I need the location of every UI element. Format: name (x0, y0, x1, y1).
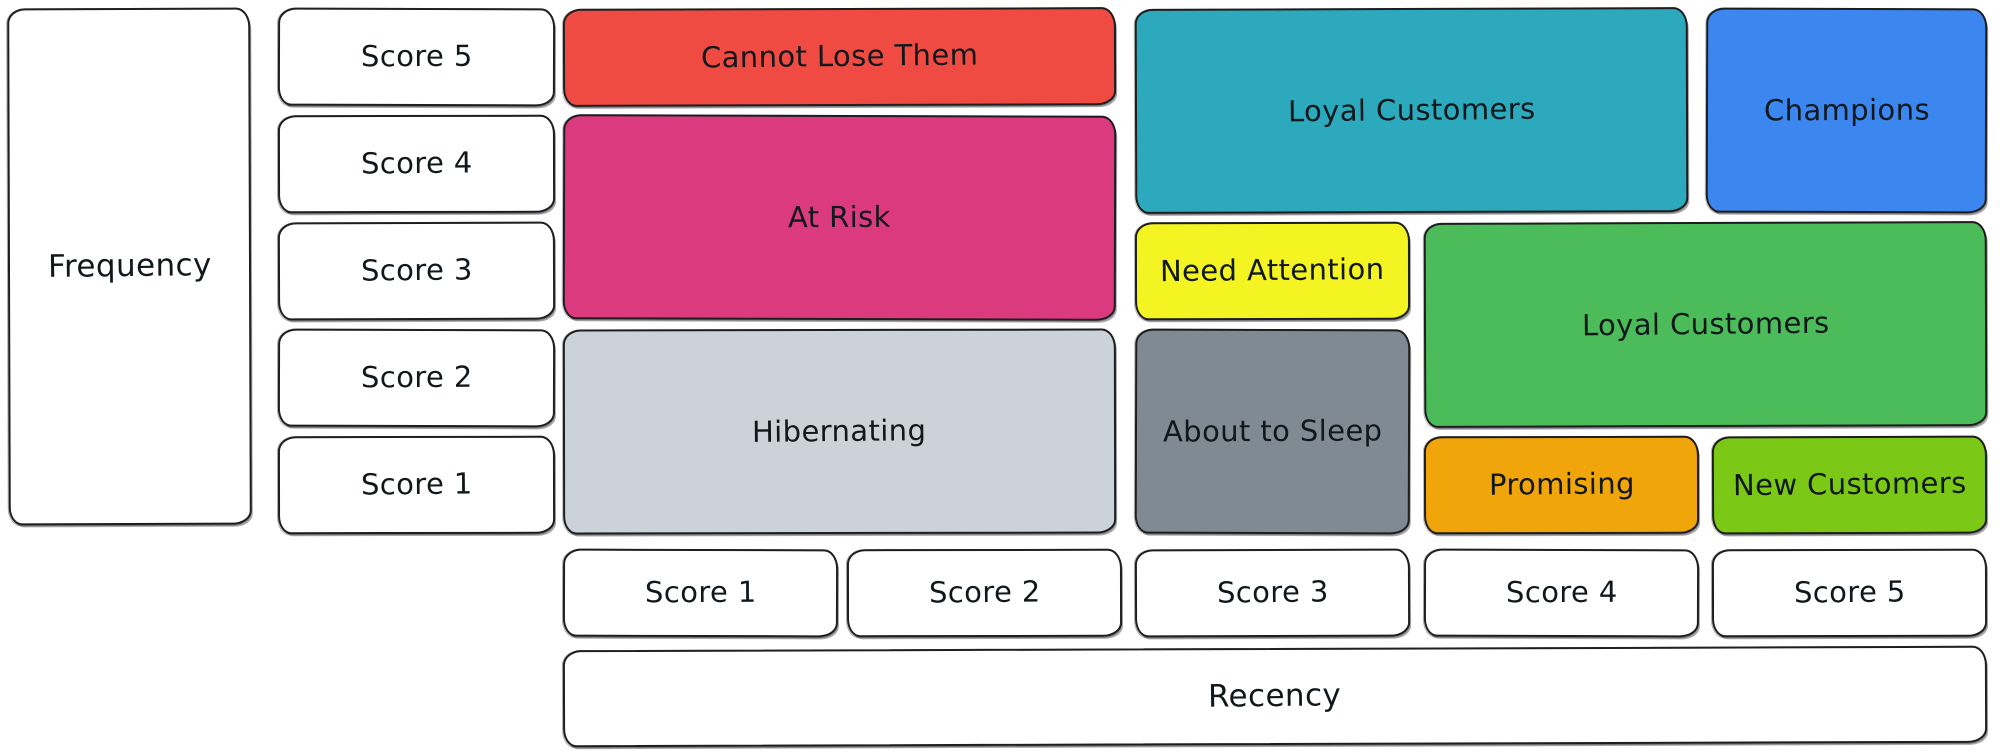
segment-loyal-customers-green-label: Loyal Customers (1581, 305, 1830, 343)
segment-need-attention-label: Need Attention (1160, 252, 1385, 289)
frequency-score-3: Score 3 (277, 221, 556, 321)
recency-score-4: Score 4 (1423, 548, 1700, 638)
segment-about-to-sleep[interactable]: About to Sleep (1134, 328, 1411, 535)
recency-axis-label: Recency (562, 645, 1988, 748)
frequency-score-2-label: Score 2 (360, 360, 473, 395)
segment-promising-label: Promising (1488, 466, 1635, 503)
segment-champions-label: Champions (1763, 92, 1930, 128)
recency-score-5-label: Score 5 (1793, 574, 1906, 610)
recency-score-1: Score 1 (562, 548, 839, 638)
segment-loyal-customers-teal-label: Loyal Customers (1287, 91, 1536, 129)
recency-score-2: Score 2 (846, 548, 1123, 638)
segment-loyal-customers-green[interactable]: Loyal Customers (1423, 221, 1988, 428)
segment-loyal-customers-teal[interactable]: Loyal Customers (1134, 7, 1689, 214)
recency-score-1-label: Score 1 (644, 575, 757, 610)
frequency-score-3-label: Score 3 (360, 252, 473, 288)
segment-cannot-lose-them-label: Cannot Lose Them (700, 37, 979, 75)
recency-score-3-label: Score 3 (1216, 574, 1329, 610)
frequency-score-4-label: Score 4 (360, 145, 473, 181)
segment-at-risk-label: At Risk (787, 199, 891, 235)
frequency-score-4: Score 4 (277, 114, 556, 214)
segment-about-to-sleep-label: About to Sleep (1162, 413, 1383, 449)
recency-score-3: Score 3 (1134, 548, 1411, 638)
frequency-score-5-label: Score 5 (360, 39, 473, 74)
segment-hibernating-label: Hibernating (752, 412, 927, 449)
segment-need-attention[interactable]: Need Attention (1134, 221, 1411, 321)
segment-cannot-lose-them[interactable]: Cannot Lose Them (562, 7, 1117, 107)
segment-champions[interactable]: Champions (1705, 7, 1988, 214)
segment-new-customers[interactable]: New Customers (1711, 435, 1988, 535)
segment-hibernating[interactable]: Hibernating (562, 328, 1117, 535)
frequency-axis-label: Frequency (7, 7, 252, 526)
segment-new-customers-label: New Customers (1732, 466, 1967, 503)
frequency-score-1-label: Score 1 (360, 466, 473, 502)
frequency-score-2: Score 2 (277, 328, 556, 428)
segment-at-risk[interactable]: At Risk (562, 114, 1117, 321)
frequency-score-1: Score 1 (277, 435, 556, 535)
recency-score-2-label: Score 2 (928, 574, 1041, 610)
recency-axis-label-text: Recency (1208, 676, 1342, 715)
recency-score-5: Score 5 (1711, 548, 1988, 638)
frequency-axis-label-text: Frequency (47, 246, 212, 285)
recency-score-4-label: Score 4 (1505, 575, 1618, 610)
segment-promising[interactable]: Promising (1423, 435, 1700, 535)
frequency-score-5: Score 5 (277, 7, 556, 107)
